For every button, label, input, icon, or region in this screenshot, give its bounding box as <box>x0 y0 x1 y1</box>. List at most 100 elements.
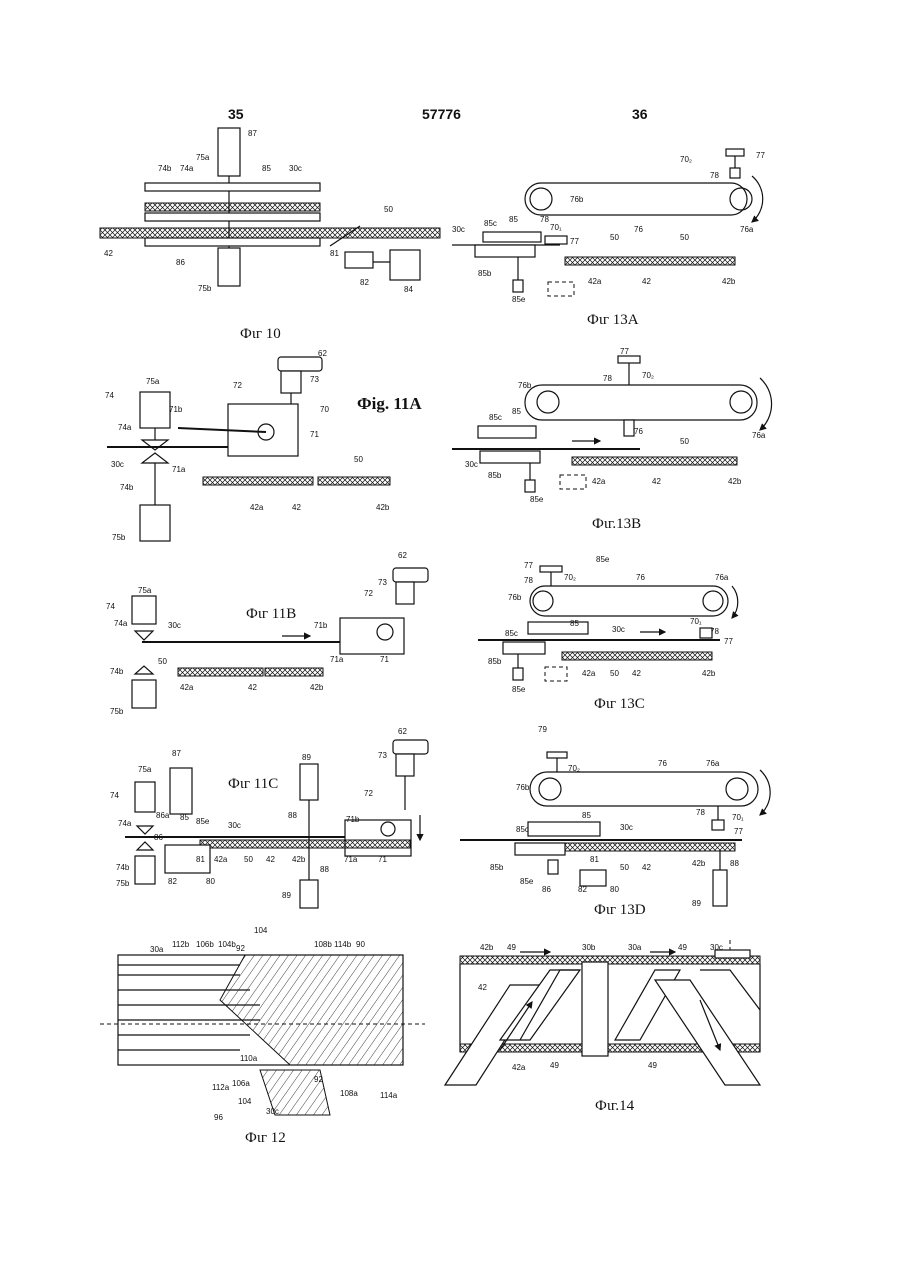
label: 86 <box>542 885 551 894</box>
label: 50 <box>620 863 629 872</box>
label: 114b <box>334 940 352 949</box>
figure-13d <box>460 752 770 906</box>
label: 77 <box>724 637 733 646</box>
label: 30c <box>266 1107 279 1116</box>
caption-fig11c: Фιг 11C <box>228 776 278 793</box>
label: 49 <box>678 943 687 952</box>
label: 76b <box>508 593 522 602</box>
label: 50 <box>610 233 619 242</box>
label: 74b <box>120 483 134 492</box>
label: 81 <box>330 249 339 258</box>
label: 77 <box>734 827 743 836</box>
caption-fig10: Фιг 10 <box>240 326 281 343</box>
label: 75a <box>196 153 210 162</box>
label: 77 <box>570 237 579 246</box>
label: 70₂ <box>680 155 692 164</box>
label: 85e <box>530 495 544 504</box>
label: 96 <box>214 1113 223 1122</box>
label: 85c <box>484 219 497 228</box>
label: 85 <box>570 619 579 628</box>
label: 87 <box>172 749 181 758</box>
label: 30c <box>710 943 723 952</box>
label: 74a <box>118 423 132 432</box>
label: 82 <box>578 885 587 894</box>
label: 50 <box>680 437 689 446</box>
label: 114a <box>380 1091 398 1100</box>
label: 42b <box>310 683 324 692</box>
label: 30c <box>452 225 465 234</box>
label: 42a <box>180 683 194 692</box>
label: 85 <box>180 813 189 822</box>
label: 73 <box>378 578 387 587</box>
label: 71b <box>346 815 360 824</box>
label: 88 <box>730 859 739 868</box>
label: 85c <box>489 413 502 422</box>
caption-fig14: Фιг.14 <box>595 1098 634 1115</box>
label: 108a <box>340 1089 358 1098</box>
label: 42b <box>692 859 706 868</box>
label: 78 <box>603 374 612 383</box>
label: 42b <box>702 669 716 678</box>
label: 50 <box>244 855 253 864</box>
label: 42b <box>722 277 736 286</box>
label: 75a <box>138 765 152 774</box>
label: 86 <box>176 258 185 267</box>
label: 30c <box>228 821 241 830</box>
label: 30c <box>111 460 124 469</box>
caption-fig13d: Фιг 13D <box>594 902 646 919</box>
label: 71 <box>378 855 387 864</box>
label: 42 <box>248 683 257 692</box>
caption-fig13a: Фιг 13A <box>587 312 639 329</box>
label: 112a <box>212 1083 230 1092</box>
label: 88 <box>320 865 329 874</box>
label: 71a <box>330 655 344 664</box>
label: 50 <box>354 455 363 464</box>
label: 62 <box>398 551 407 560</box>
label: 82 <box>168 877 177 886</box>
label: 85b <box>490 863 504 872</box>
label: 62 <box>398 727 407 736</box>
label: 85 <box>512 407 521 416</box>
label: 42 <box>292 503 301 512</box>
label: 42 <box>652 477 661 486</box>
label: 74a <box>118 819 132 828</box>
label: 81 <box>590 855 599 864</box>
label: 50 <box>680 233 689 242</box>
label: 88 <box>288 811 297 820</box>
label: 76 <box>634 427 643 436</box>
label: 42a <box>250 503 264 512</box>
label: 104b <box>218 940 236 949</box>
label: 42b <box>728 477 742 486</box>
label: 30c <box>620 823 633 832</box>
label: 49 <box>507 943 516 952</box>
label: 42 <box>632 669 641 678</box>
label: 42 <box>642 863 651 872</box>
caption-fig11b: Фιг 11B <box>246 606 296 623</box>
label: 30c <box>465 460 478 469</box>
label: 92 <box>314 1075 323 1084</box>
label: 71a <box>344 855 358 864</box>
label: 76b <box>518 381 532 390</box>
label: 49 <box>550 1061 559 1070</box>
label: 84 <box>404 285 413 294</box>
label: 104 <box>238 1097 252 1106</box>
label: 30a <box>628 943 642 952</box>
label: 71a <box>172 465 186 474</box>
label: 85 <box>262 164 271 173</box>
caption-fig12: Фιг 12 <box>245 1130 286 1147</box>
label: 76b <box>570 195 584 204</box>
label: 85b <box>478 269 492 278</box>
label: 74 <box>105 391 114 400</box>
label: 42a <box>512 1063 526 1072</box>
label: 86 <box>154 833 163 842</box>
fig13d-labels: 79 70₂ 76 76a 76b 78 70₁ 85 77 85c 30c 8… <box>490 725 744 908</box>
label: 49 <box>648 1061 657 1070</box>
label: 77 <box>524 561 533 570</box>
label: 92 <box>236 944 245 953</box>
label: 75b <box>198 284 212 293</box>
label: 30c <box>289 164 302 173</box>
label: 42b <box>480 943 494 952</box>
label: 75b <box>116 879 130 888</box>
